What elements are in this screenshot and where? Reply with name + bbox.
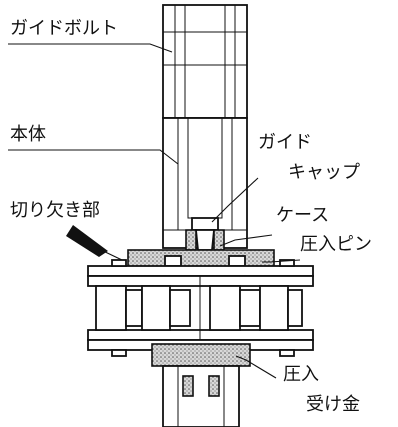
label-guide-bolt: ガイドボルト <box>10 18 118 39</box>
label-body: 本体 <box>10 124 46 145</box>
label-press-receiver-line1: 圧入 <box>283 364 319 385</box>
guide-cap-part <box>185 217 225 251</box>
notch-arrow <box>66 225 108 257</box>
label-case: ケース <box>276 205 329 226</box>
label-guide-cap-line2: キャップ <box>288 162 360 183</box>
label-press-receiver-line2: 受け金 <box>306 394 360 415</box>
press-receiver-part <box>151 343 251 427</box>
label-press-pin: 圧入ピン <box>300 234 372 255</box>
guide-bolt <box>162 4 248 119</box>
label-notch: 切り欠き部 <box>10 200 100 221</box>
chain-assembly <box>87 259 314 357</box>
label-guide-cap-line1: ガイド <box>258 132 312 153</box>
